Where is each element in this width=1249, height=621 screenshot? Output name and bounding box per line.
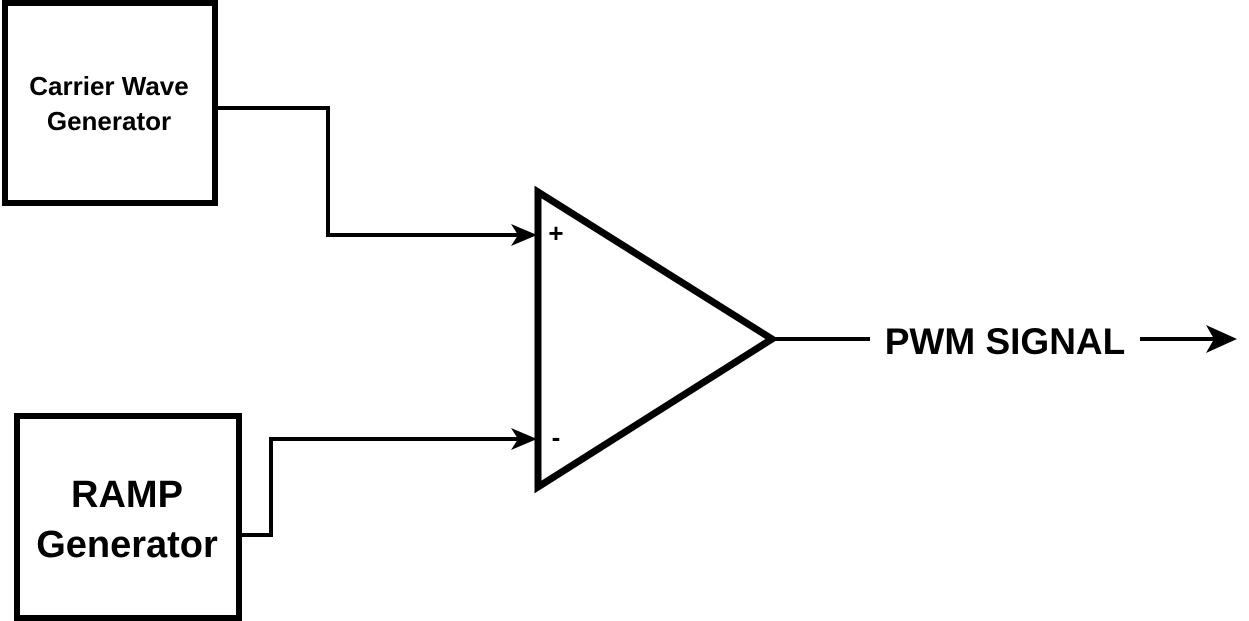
comparator: + - [534,185,779,494]
pwm-signal-label: PWM SIGNAL [885,321,1125,362]
carrier-wave-generator-block: Carrier Wave Generator [2,0,218,206]
comparator-plus-sign: + [548,218,563,248]
plus-input-arrowhead [511,224,537,246]
ramp-block-label-line1: RAMP [71,474,183,516]
ramp-generator-block: RAMP Generator [14,413,242,621]
ramp-to-minus-wire [239,437,518,537]
output-arrowhead [1206,325,1237,353]
minus-input-arrowhead [511,428,537,450]
ramp-block-label-line2: Generator [36,524,218,566]
comparator-minus-sign: - [552,422,561,452]
carrier-wave-generator-box [2,0,218,206]
ramp-generator-box [14,413,242,621]
carrier-block-label-line1: Carrier Wave [29,71,188,101]
comparator-triangle [534,185,779,494]
carrier-to-plus-wire [215,106,518,237]
carrier-block-label-line2: Generator [47,106,171,136]
